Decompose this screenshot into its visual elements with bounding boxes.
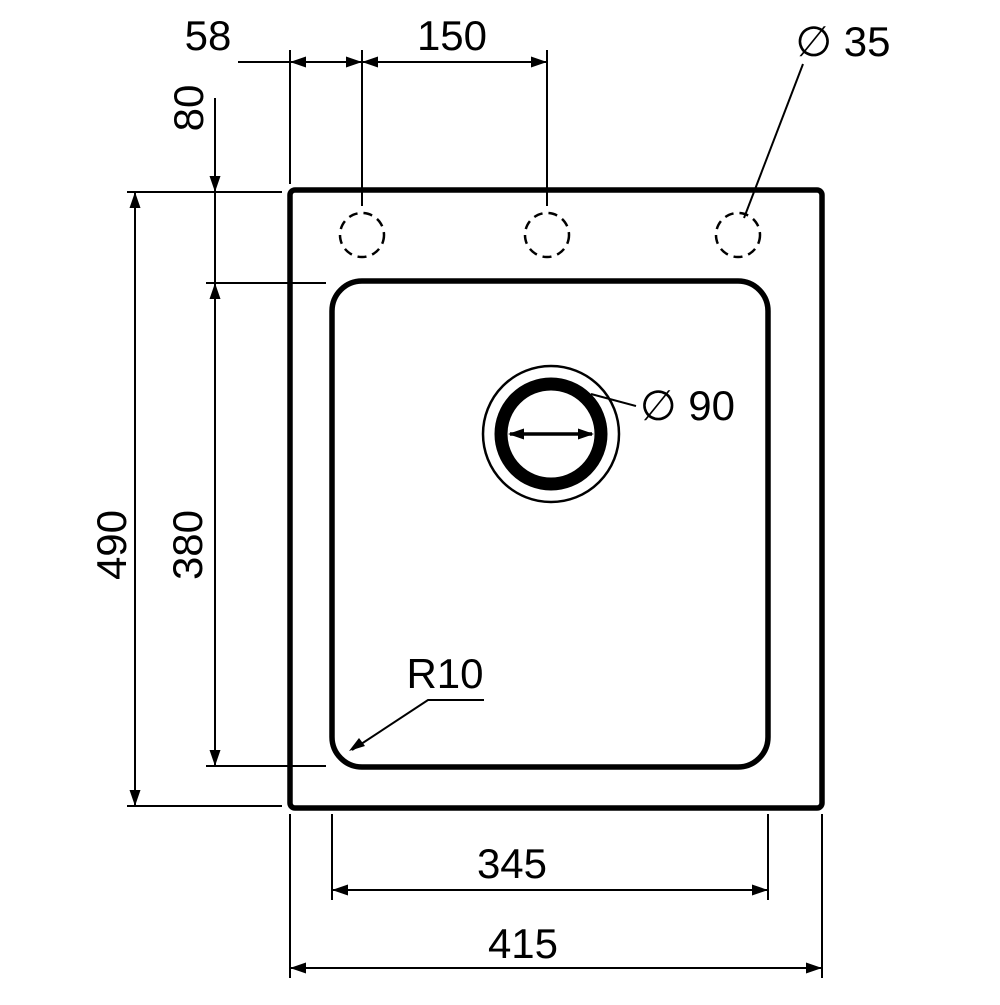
dimension-corner-radius: R10: [349, 650, 484, 751]
arrowhead-380-bottom: [209, 750, 221, 766]
arrowhead-415-left: [290, 962, 306, 974]
arrowhead-58-left: [290, 56, 306, 68]
dim-label-490: 490: [88, 510, 135, 580]
dim-label-415: 415: [488, 920, 558, 967]
dim-label-dia-35: ∅ 35: [796, 18, 891, 65]
leader-line-radius: [351, 699, 484, 751]
dimension-drain-diameter: ∅ 90: [590, 382, 735, 429]
drain-ring: [494, 377, 608, 491]
dim-label-dia-90: ∅ 90: [640, 382, 735, 429]
arrowhead-80-top: [209, 176, 221, 192]
faucet-hole-center: [523, 211, 571, 259]
arrowhead-150-left: [362, 56, 378, 68]
dim-label-r10: R10: [406, 650, 483, 697]
dimension-hole-diameter: ∅ 35: [743, 18, 891, 219]
drain-outer-circle: [481, 364, 621, 504]
faucet-hole-left: [338, 211, 386, 259]
dimension-left: 490 80 380: [88, 85, 326, 807]
arrowhead-58-right: [346, 56, 362, 68]
arrowhead-radius: [349, 738, 365, 751]
arrowhead-drain-left: [508, 428, 524, 440]
dimension-bottom: 345 415: [289, 814, 823, 978]
dim-label-58: 58: [185, 12, 232, 59]
arrowhead-490-bottom: [129, 790, 141, 806]
dim-label-380: 380: [164, 510, 211, 580]
dimension-top: 58 150: [185, 12, 548, 206]
arrowhead-drain-right: [578, 428, 594, 440]
bowl-outline: [329, 278, 771, 770]
leader-line-hole-diameter: [743, 63, 804, 219]
leader-line-drain: [590, 393, 637, 407]
dim-label-80: 80: [165, 85, 212, 132]
arrowhead-80-bottom-380-top: [209, 283, 221, 299]
sink-outline: [287, 187, 825, 811]
dim-label-150: 150: [417, 12, 487, 59]
faucet-hole-right: [714, 211, 762, 259]
arrowhead-150-right: [531, 56, 547, 68]
dim-label-345: 345: [477, 840, 547, 887]
arrowhead-345-right: [752, 884, 768, 896]
arrowhead-490-top: [129, 192, 141, 208]
arrowhead-345-left: [332, 884, 348, 896]
arrowhead-415-right: [806, 962, 822, 974]
